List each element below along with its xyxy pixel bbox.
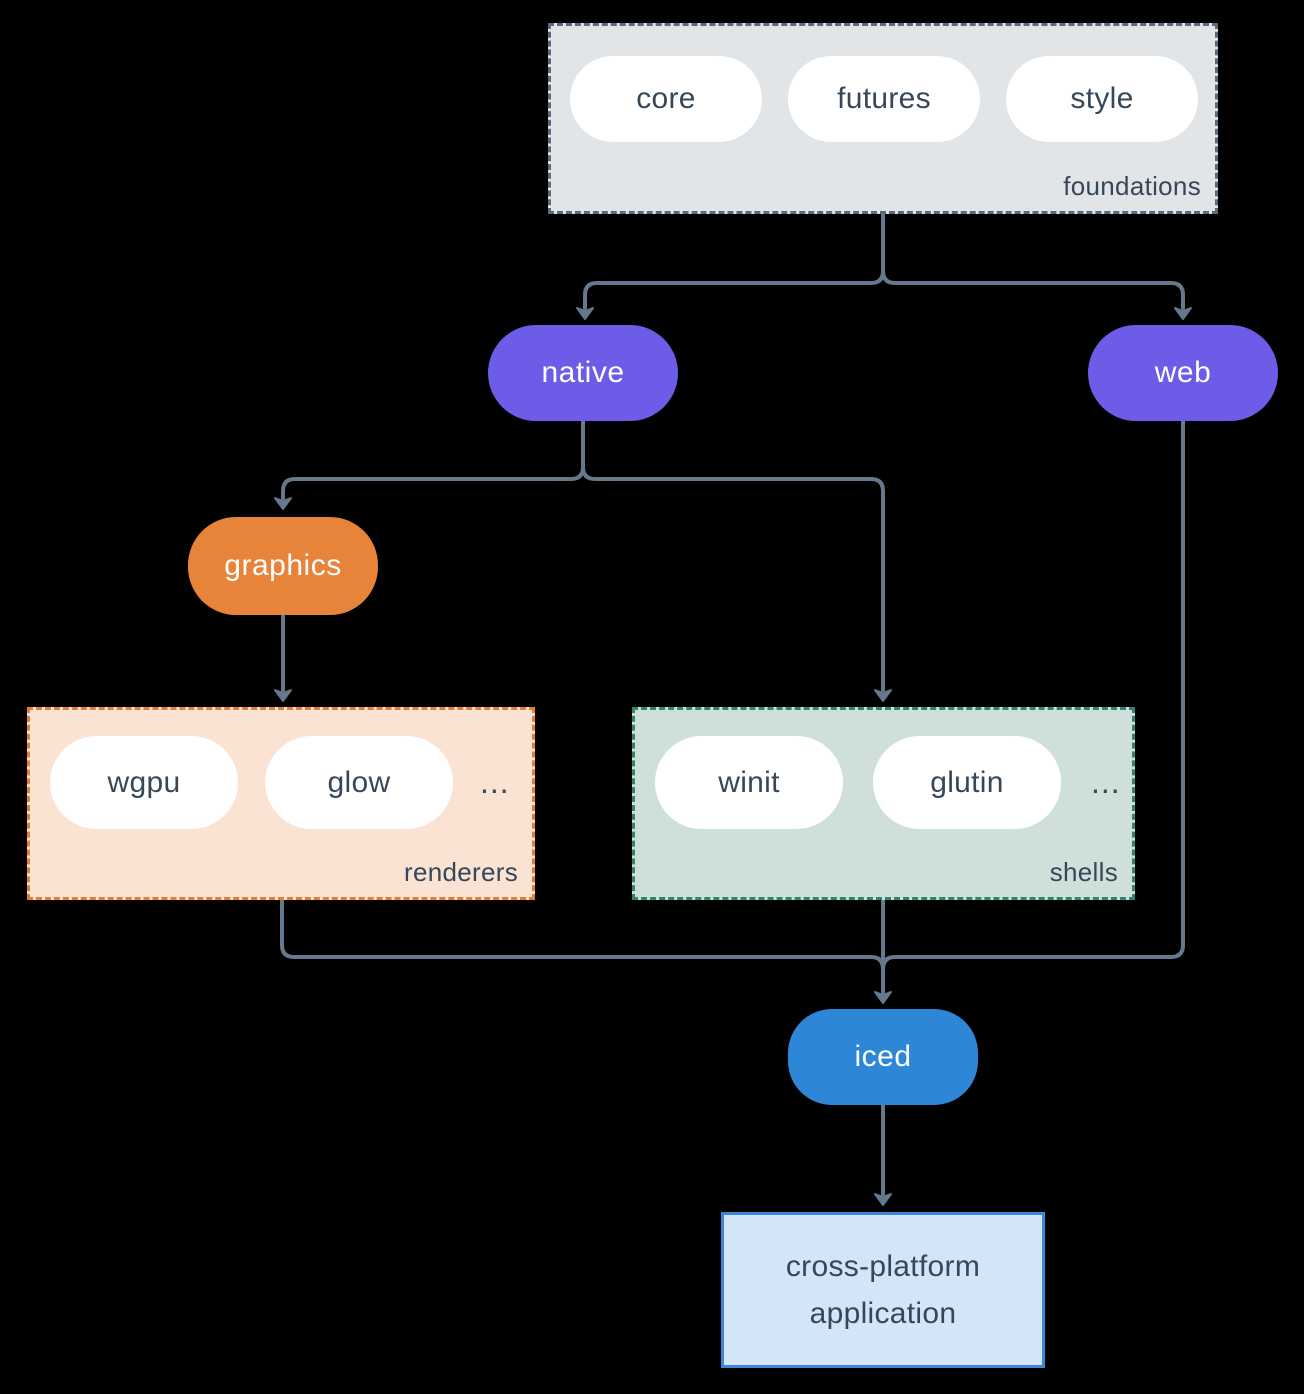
application-box: cross-platform application — [721, 1212, 1045, 1368]
arrowhead-graphics — [274, 497, 292, 510]
shells-label: shells — [1049, 857, 1118, 887]
arrowhead-renderers — [274, 689, 292, 702]
renderers-group: wgpu glow ... renderers — [27, 707, 535, 900]
pill-glutin: glutin — [873, 736, 1061, 829]
shells-ellipsis: ... — [1091, 764, 1121, 800]
pill-futures: futures — [788, 56, 980, 142]
shells-group: winit glutin ... shells — [632, 707, 1135, 900]
edge-native-graphics — [281, 419, 585, 500]
arrowhead-web — [1174, 307, 1192, 320]
edge-renderers-iced — [280, 898, 885, 971]
edge-foundations-native — [583, 212, 885, 310]
arrowhead-shells — [874, 689, 892, 702]
node-web: web — [1088, 325, 1278, 421]
application-label-line1: cross-platform — [785, 1250, 981, 1283]
arrowhead-iced — [874, 991, 892, 1004]
edge-native-shells — [581, 465, 885, 692]
arrowhead-application — [874, 1193, 892, 1206]
edge-foundations-web — [881, 269, 1185, 310]
foundations-label: foundations — [1063, 171, 1201, 201]
renderers-label: renderers — [404, 857, 518, 887]
node-graphics: graphics — [188, 517, 378, 615]
pill-core: core — [570, 56, 762, 142]
renderers-ellipsis: ... — [480, 764, 510, 800]
pill-winit: winit — [655, 736, 843, 829]
node-iced: iced — [788, 1009, 978, 1105]
pill-style: style — [1006, 56, 1198, 142]
pill-glow: glow — [265, 736, 453, 829]
foundations-pills: core futures style — [570, 56, 1198, 142]
application-label-line2: application — [809, 1297, 957, 1330]
pill-wgpu: wgpu — [50, 736, 238, 829]
renderers-pills: wgpu glow ... — [50, 736, 510, 829]
arrowhead-native — [576, 307, 594, 320]
foundations-group: core futures style foundations — [548, 23, 1218, 214]
node-native: native — [488, 325, 678, 421]
shells-pills: winit glutin ... — [655, 736, 1121, 829]
